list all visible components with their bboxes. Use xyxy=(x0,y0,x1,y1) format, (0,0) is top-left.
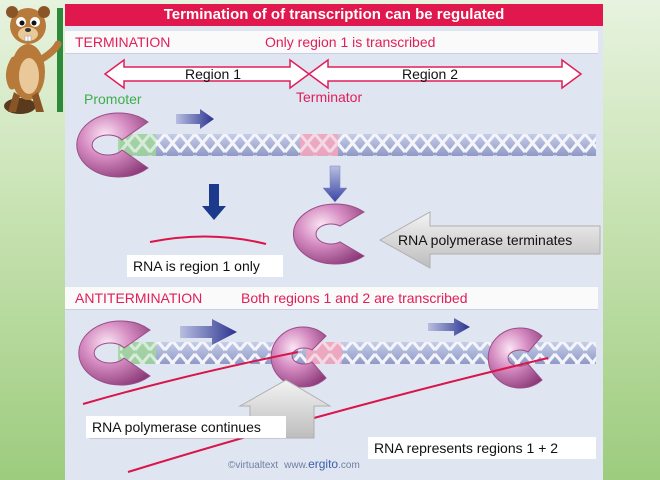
rna-polymerase-start-icon xyxy=(78,320,151,386)
rna-transcript-short xyxy=(82,351,299,405)
terminates-label: RNA polymerase terminates xyxy=(398,232,572,248)
rna-polymerase-released-icon xyxy=(293,203,365,265)
footer-credit: ©virtualtext www.ergito.com xyxy=(228,457,360,471)
represents-label: RNA represents regions 1 + 2 xyxy=(374,440,558,456)
dna-strand-bottom xyxy=(118,342,596,364)
termination-subheading: Only region 1 is transcribed xyxy=(265,34,436,50)
website-prefix: www. xyxy=(283,460,308,471)
antitermination-subheading: Both regions 1 and 2 are transcribed xyxy=(241,290,468,306)
rna-label-box xyxy=(127,255,283,277)
rna-polymerase-promoter-icon xyxy=(76,112,149,178)
termination-header: TERMINATION Only region 1 is transcribed xyxy=(65,31,598,53)
transcription-arrow-end xyxy=(428,318,470,336)
region2-label: Region 2 xyxy=(402,66,458,82)
rna-region1-label: RNA is region 1 only xyxy=(133,258,260,274)
antitermination-header: ANTITERMINATION Both regions 1 and 2 are… xyxy=(65,287,598,309)
antitermination-heading: ANTITERMINATION xyxy=(75,290,203,306)
continues-label-box xyxy=(86,416,286,438)
copyright-text: ©virtualtext xyxy=(228,460,278,471)
promoter-label: Promoter xyxy=(84,91,142,107)
terminates-callout-arrow xyxy=(378,211,601,269)
down-arrow-polymerase xyxy=(322,165,348,203)
terminator-label: Terminator xyxy=(296,89,362,105)
beaver-mascot-icon xyxy=(4,6,63,114)
website-brand: ergito xyxy=(308,457,338,471)
transcription-arrow-start xyxy=(180,319,237,345)
termination-heading: TERMINATION xyxy=(75,34,171,50)
region1-label: Region 1 xyxy=(185,66,241,82)
continues-label: RNA polymerase continues xyxy=(92,419,261,435)
rna-transcript-long xyxy=(127,357,549,473)
rna-polymerase-end-icon xyxy=(487,327,543,389)
rna-transcript-region1 xyxy=(149,235,267,245)
slide-title: Termination of of transcription can be r… xyxy=(65,4,603,26)
website-suffix: .com xyxy=(338,460,360,471)
region2-double-arrow xyxy=(307,58,583,90)
transcription-direction-arrow xyxy=(176,109,214,129)
dna-strand-top xyxy=(118,134,596,156)
down-arrow-rna xyxy=(202,184,226,220)
represents-label-box xyxy=(368,437,596,459)
